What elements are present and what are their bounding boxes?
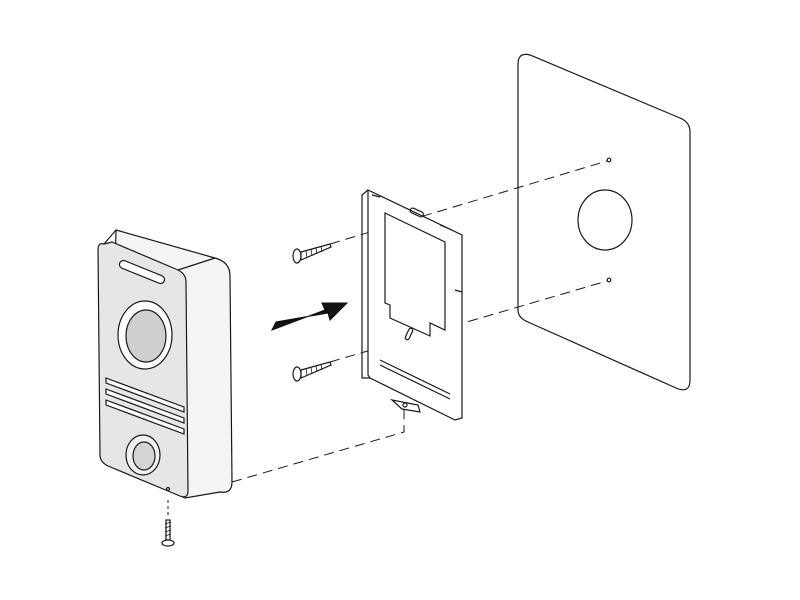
screw-thread-lines xyxy=(305,363,323,377)
grille-slot xyxy=(105,399,185,435)
grille-slot xyxy=(105,388,185,424)
screw-top xyxy=(292,243,332,264)
call-button xyxy=(132,441,156,471)
bracket-side-flange-left xyxy=(361,189,370,379)
speaker-grille xyxy=(105,377,185,435)
screw-head xyxy=(161,539,175,547)
bracket-slot-long xyxy=(379,359,451,395)
direction-arrow-icon xyxy=(270,302,349,331)
screw-thread-lines xyxy=(164,521,172,537)
wall-screw-hole-top xyxy=(606,157,612,163)
screw-bottom xyxy=(161,519,175,547)
bracket-slot-middle xyxy=(404,327,414,341)
screw-thread-lines xyxy=(305,245,323,259)
wall-screw-hole-bottom xyxy=(606,277,612,283)
screw-thread xyxy=(300,243,332,261)
screw-head xyxy=(292,248,302,264)
screw-thread xyxy=(300,361,332,379)
mounting-bracket xyxy=(361,189,463,421)
bracket-corner-tabs xyxy=(371,194,463,293)
door-station-top-edge xyxy=(103,229,216,271)
grille-slot xyxy=(105,377,185,413)
bracket-tab-hole xyxy=(402,402,408,408)
bracket-tab xyxy=(389,399,421,413)
bottom-screw-hole xyxy=(165,486,171,492)
indicator-slot xyxy=(118,259,166,285)
guide-line-bottom xyxy=(231,405,405,483)
bracket-slot-top xyxy=(409,207,424,218)
door-station xyxy=(97,229,233,499)
screw-head xyxy=(292,366,302,382)
cable-hole xyxy=(577,189,633,251)
bracket-inner-cutout xyxy=(384,212,446,337)
bracket-slot-long-2 xyxy=(379,364,451,400)
camera-lens-inner xyxy=(125,309,167,363)
wall-plate xyxy=(517,53,691,391)
screw-middle xyxy=(292,361,332,382)
